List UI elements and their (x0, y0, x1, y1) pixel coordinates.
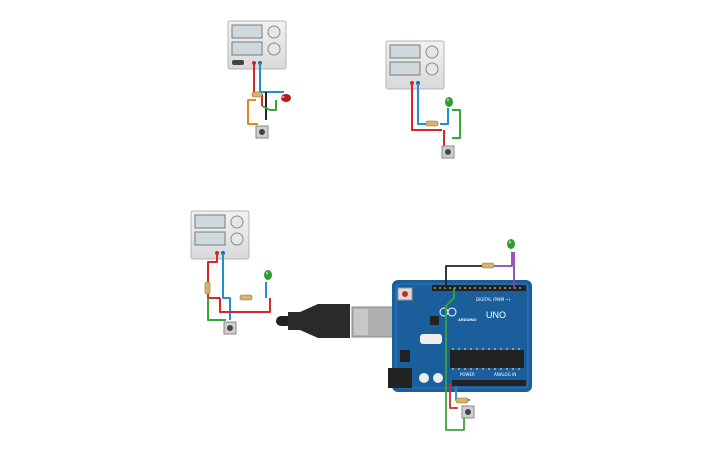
pushbutton-3[interactable] (223, 321, 237, 335)
power-supply-2[interactable] (385, 40, 445, 90)
led-green-1[interactable] (445, 97, 453, 107)
arduino-board[interactable]: DIGITAL (PWM ~) ARDUINO UNO (388, 280, 532, 392)
dc-jack (388, 368, 412, 388)
brand-label: ARDUINO (458, 317, 477, 322)
power-supply-3[interactable] (190, 210, 250, 260)
pushbutton-2[interactable] (441, 145, 455, 159)
wires-3 (207, 253, 271, 321)
usb-cable[interactable] (276, 304, 413, 338)
pushbutton-1[interactable] (255, 125, 269, 139)
led-green-2[interactable] (264, 270, 272, 280)
crystal (420, 334, 442, 344)
regulator (400, 350, 410, 362)
led-green-3[interactable] (507, 239, 515, 249)
analog-label: ANALOG IN (494, 372, 516, 377)
logo-infinity-icon (439, 307, 457, 317)
resistor-3b[interactable] (239, 294, 253, 301)
power-analog-headers (452, 380, 526, 386)
digital-headers (432, 285, 526, 291)
atmega-chip (450, 348, 524, 370)
capacitor-2 (433, 373, 443, 383)
circuit-2 (385, 40, 461, 159)
power-label: POWER (460, 372, 475, 377)
circuit-3 (190, 210, 272, 335)
digital-label: DIGITAL (PWM ~) (476, 297, 511, 302)
resistor-1[interactable] (251, 91, 263, 98)
usb-chip (430, 316, 439, 325)
led-red[interactable] (281, 94, 291, 102)
resistor-4[interactable] (481, 262, 495, 269)
resistor-3a[interactable] (204, 281, 211, 295)
pushbutton-4[interactable] (461, 405, 475, 419)
wires-2 (411, 83, 461, 146)
model-label: UNO (486, 310, 506, 320)
resistor-2[interactable] (425, 120, 439, 127)
reset-button[interactable] (397, 287, 413, 301)
capacitor-1 (419, 373, 429, 383)
circuit-1 (227, 20, 291, 139)
power-supply-1[interactable] (227, 20, 287, 70)
resistor-5[interactable] (455, 397, 469, 404)
